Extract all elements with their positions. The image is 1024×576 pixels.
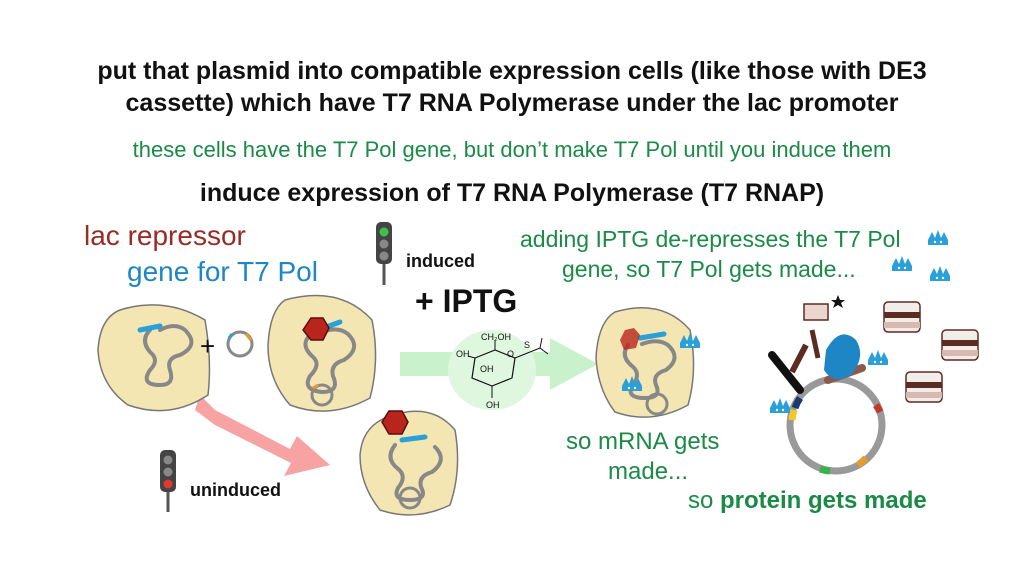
cell-induced: [595, 306, 700, 418]
cell-repressed-bottom: [359, 410, 459, 516]
traffic-light-induced-icon: [376, 222, 392, 285]
traffic-light-uninduced-icon: [160, 450, 176, 512]
induced-label: induced: [406, 251, 476, 271]
iptg-note-line-2: gene, so T7 Pol gets made...: [562, 256, 856, 282]
plasmid-small: [226, 330, 254, 358]
iptg-molecule: CH₂OH OH O S OH OH: [448, 330, 549, 410]
plus-sign: +: [200, 331, 215, 361]
lac-repressor-icon: [302, 317, 330, 341]
header-line-2: cassette) which have T7 RNA Polymerase u…: [125, 89, 899, 117]
molecule-o-ring: O: [507, 349, 514, 359]
header-note: these cells have the T7 Pol gene, but do…: [132, 137, 892, 162]
t7-rnap-icon: [824, 334, 861, 380]
protein-stack-3: [905, 371, 943, 403]
molecule-ch2oh: CH₂OH: [481, 332, 511, 342]
header-line-1: put that plasmid into compatible express…: [97, 57, 927, 85]
legend-t7-gene: gene for T7 Pol: [127, 256, 318, 287]
mrna-note-line-2: made...: [608, 458, 689, 485]
expression-plasmid: [768, 295, 888, 475]
molecule-oh-bottom: OH: [486, 400, 500, 410]
protein-stack-2: [941, 329, 979, 361]
star-icon: [831, 295, 845, 308]
protein-note-prefix: so: [688, 487, 721, 514]
uninduced-arrow: [195, 395, 330, 476]
iptg-note-line-1: adding IPTG de-represses the T7 Pol: [520, 226, 901, 252]
cell-repressed-top: [267, 294, 377, 412]
legend-lac-repressor: lac repressor: [84, 220, 246, 251]
cell-uninduced-empty: [97, 304, 211, 412]
subtitle: induce expression of T7 RNA Polymerase (…: [199, 179, 825, 207]
molecule-s-atom: S: [524, 340, 530, 350]
t7-pol-icon: [892, 256, 912, 271]
protein-note-bold: protein gets made: [720, 487, 927, 514]
molecule-oh-mid: OH: [480, 364, 494, 374]
t7-pol-icon: [930, 266, 950, 281]
protein-note: so protein gets made: [688, 487, 927, 515]
released-repressor-icon: [620, 328, 640, 350]
molecule-oh-left: OH: [456, 349, 470, 359]
uninduced-label: uninduced: [190, 480, 281, 500]
lac-repressor-icon: [381, 410, 409, 435]
mrna-note-line-1: so mRNA gets: [566, 428, 720, 455]
t7-pol-icon: [928, 230, 948, 245]
iptg-label: + IPTG: [415, 283, 518, 319]
protein-stack-1: [883, 301, 921, 333]
